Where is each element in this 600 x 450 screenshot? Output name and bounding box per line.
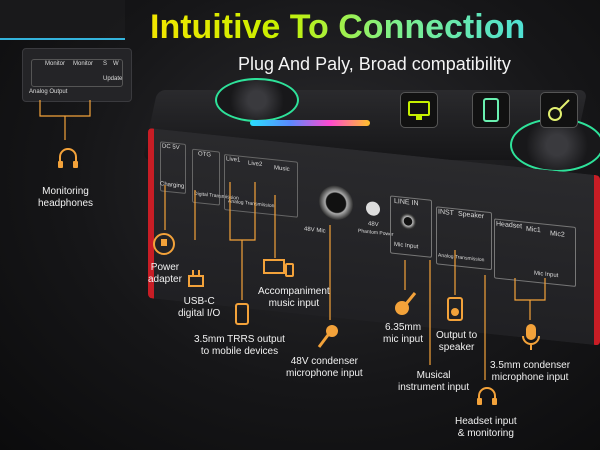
led-strip xyxy=(250,120,370,126)
condenser-mic-icon xyxy=(314,322,342,355)
speaker-icon xyxy=(446,296,464,327)
mic-input-635-text: 6.35mm mic input xyxy=(383,322,424,345)
left-unit-bar xyxy=(0,0,125,40)
headset-icon xyxy=(474,384,500,415)
output-speaker-text: Output to speaker xyxy=(436,330,478,353)
tablet-icon xyxy=(472,92,510,128)
condenser-48v-label: 48V condenser microphone input xyxy=(286,356,363,380)
headphones-icon xyxy=(55,145,81,176)
condenser-35-text: 3.5mm condenser microphone input xyxy=(490,360,571,383)
left-unit-label-w: W xyxy=(113,61,119,67)
usbc-digital-io-text: USB-C digital I/O xyxy=(178,296,221,319)
musical-instrument-text: Musical instrument input xyxy=(398,370,470,393)
output-speaker-label: Output to speaker xyxy=(436,330,477,354)
accompaniment-label: Accompaniment music input xyxy=(258,286,330,310)
left-unit-label-s: S xyxy=(103,61,108,67)
power-adapter-text: Power adapter xyxy=(148,262,182,285)
headset-monitoring-label: Headset input & monitoring xyxy=(455,416,517,440)
computer-phone-icon xyxy=(262,258,294,285)
monitor-icon xyxy=(400,92,438,128)
condenser-35-label: 3.5mm condenser microphone input xyxy=(490,360,570,384)
left-unit-label-monitor-b: Monitor xyxy=(73,61,94,67)
monitoring-headphones-label: Monitoring headphones xyxy=(38,186,93,210)
musical-instrument-label: Musical instrument input xyxy=(398,370,469,394)
left-unit-label-analog-output: Analog Output xyxy=(29,89,68,95)
power-adapter-label: Power adapter xyxy=(148,262,182,286)
monitoring-headphones-text: Monitoring headphones xyxy=(38,186,94,209)
left-unit-label-monitor-a: Monitor xyxy=(45,61,66,67)
trrs-output-label: 3.5mm TRRS output to mobile devices xyxy=(194,334,285,358)
left-unit-label-update: Update xyxy=(103,76,123,82)
guitar-callout-icon xyxy=(392,290,418,323)
mic-input-635-label: 6.35mm mic input xyxy=(383,322,423,346)
left-unit-inner-panel xyxy=(31,59,123,87)
usb-c-icon xyxy=(186,268,206,295)
device-icons xyxy=(400,92,580,128)
headline: Intuitive To Connection xyxy=(150,8,526,46)
phone-icon xyxy=(234,302,250,331)
power-plug-icon xyxy=(152,232,176,261)
guitar-icon xyxy=(540,92,578,128)
usbc-digital-io-label: USB-C digital I/O xyxy=(178,296,220,320)
subheadline: Plug And Paly, Broad compatibility xyxy=(238,54,511,74)
headset-monitoring-text: Headset input & monitoring xyxy=(455,416,517,439)
condenser-48v-text: 48V condenser microphone input xyxy=(286,356,363,379)
trrs-output-text: 3.5mm TRRS output to mobile devices xyxy=(194,334,285,357)
accompaniment-text: Accompaniment music input xyxy=(258,286,330,309)
left-unit: Monitor Monitor S W Update Analog Output xyxy=(22,48,132,102)
studio-mic-icon xyxy=(520,322,542,357)
